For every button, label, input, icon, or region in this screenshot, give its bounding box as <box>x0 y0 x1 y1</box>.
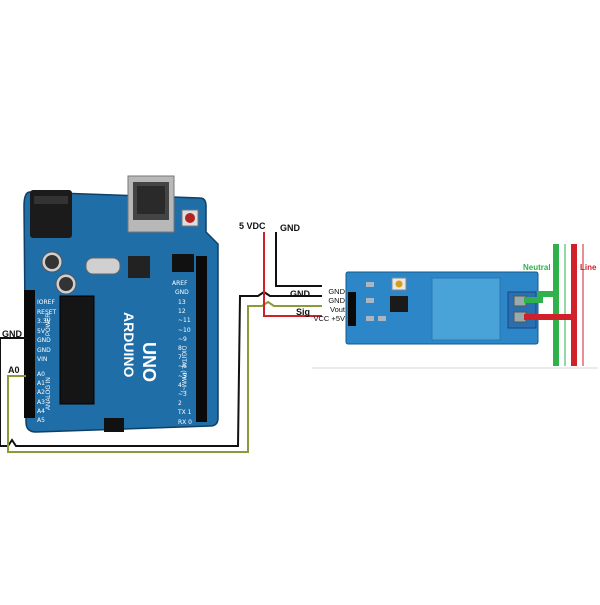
line-label: Line <box>580 263 597 272</box>
digital-pin-label: TX 1 <box>178 409 192 417</box>
atmega-chip <box>59 295 95 405</box>
analog-pin-label: A1 <box>37 380 45 388</box>
digital-pin-label: ~6 <box>178 363 187 371</box>
digital-pin-label: ~5 <box>178 372 187 380</box>
arduino-brand: ARDUINO <box>121 312 137 378</box>
digital-pin-label: RX 0 <box>178 418 193 426</box>
analog-pin-label: A2 <box>37 389 45 397</box>
arduino-model: UNO <box>139 342 159 382</box>
gnd-supply-wire <box>275 232 322 287</box>
digital-pin-label: ~9 <box>178 335 187 343</box>
digital-pin-label: 4 <box>178 381 182 389</box>
power-analog-header <box>24 290 35 418</box>
digital-pin-label: ~10 <box>178 326 191 334</box>
icsp-header-bottom <box>104 418 124 432</box>
vcc-wire <box>263 232 322 317</box>
sig-label: Sig <box>296 307 311 317</box>
analog-pin-label: A4 <box>37 407 45 415</box>
digital-pin-label: 7 <box>178 354 182 362</box>
module-header <box>348 292 356 326</box>
module-pin-gnd-1: GND <box>328 287 345 296</box>
gnd-mid-label: GND <box>290 289 310 299</box>
power-pin-label: GND <box>37 337 51 344</box>
digital-pin-label: 12 <box>178 308 186 316</box>
module-pin-gnd-2: GND <box>328 296 345 305</box>
ac-lines <box>524 244 584 366</box>
power-pin-label: VIN <box>37 356 48 363</box>
module-pin-vcc: VCC +5V <box>313 314 345 323</box>
power-pin-label: 3.3V <box>37 318 51 325</box>
vdc-label: 5 VDC <box>239 221 266 231</box>
current-sensor-module <box>345 271 539 345</box>
aref-label: AREF <box>172 280 188 287</box>
analog-pin-label: A5 <box>37 417 45 424</box>
digital-pin-label: ~3 <box>178 391 187 398</box>
icsp-header <box>172 254 194 272</box>
usb-chip <box>128 256 150 278</box>
current-transformer <box>431 277 501 341</box>
analog-pin-label: A3 <box>37 398 45 406</box>
gnd-top-label: GND <box>280 223 300 233</box>
neutral-label: Neutral <box>523 263 551 272</box>
power-pin-label: GND <box>37 346 51 354</box>
digital-pin-label: ~11 <box>178 317 191 325</box>
power-pin-label: RESET <box>37 308 57 316</box>
digital-pin-label: 8 <box>178 345 182 352</box>
analog-pin-label: A0 <box>37 371 45 378</box>
op-amp-chip <box>390 296 408 312</box>
crystal <box>85 257 121 275</box>
gnd-pin-label: GND <box>175 289 189 296</box>
a0-label: A0 <box>8 365 20 375</box>
arduino-uno-board <box>23 175 219 433</box>
digital-header <box>196 256 207 422</box>
power-pin-label: IOREF <box>37 299 55 306</box>
power-pin-label: 5V <box>37 327 45 335</box>
digital-pin-label: 2 <box>178 400 182 408</box>
module-pin-vout: Vout <box>329 305 345 314</box>
digital-pin-label: 13 <box>178 299 186 306</box>
signal-wire <box>7 300 322 453</box>
gnd-left-label: GND <box>2 329 22 339</box>
wires <box>0 232 322 453</box>
analog-label: ANALOG IN <box>46 377 52 410</box>
